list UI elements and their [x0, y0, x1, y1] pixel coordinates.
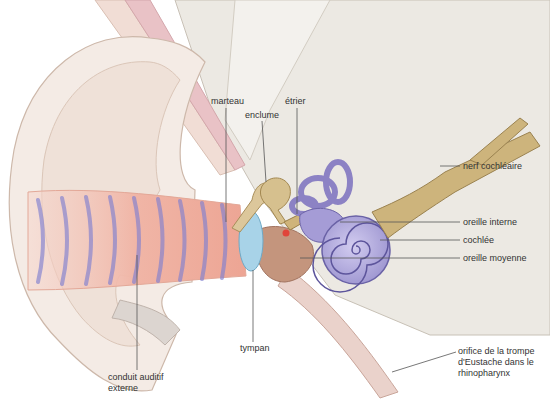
leader-line	[137, 255, 138, 370]
cartilage	[112, 300, 180, 345]
part-label: marteau	[211, 96, 244, 107]
sound-wave	[86, 197, 91, 284]
sound-wave	[202, 203, 206, 279]
part-label: conduit auditif externe	[108, 372, 180, 394]
leader-line	[262, 121, 266, 182]
sound-wave	[222, 205, 226, 278]
leader-line	[380, 240, 460, 241]
nerve-branch	[470, 118, 528, 165]
sound-wave	[158, 199, 163, 281]
leader-line	[392, 352, 456, 372]
leader-line	[340, 222, 460, 223]
semicircular-canal	[326, 162, 350, 202]
sound-wave	[180, 201, 185, 280]
part-label: oreille moyenne	[463, 253, 527, 264]
auricle-fold	[42, 62, 180, 346]
incus	[260, 178, 290, 224]
sound-waves	[38, 197, 226, 284]
leader-line	[226, 108, 227, 222]
bone-layer	[225, 0, 330, 160]
part-label: tympan	[240, 343, 270, 354]
part-label: nerf cochléaire	[463, 161, 522, 172]
part-label: oreille interne	[463, 217, 517, 228]
eustachian-tube	[278, 268, 398, 398]
leader-line	[300, 258, 460, 259]
part-label: orifice de la trompe d'Eustache dans le …	[458, 346, 550, 379]
cochlea-spiral	[313, 223, 388, 292]
semicircular-canals	[292, 162, 350, 214]
leader-line	[440, 166, 460, 167]
sound-wave	[38, 200, 43, 282]
leader-line	[253, 270, 254, 342]
sound-wave	[62, 198, 67, 284]
part-label: étrier	[285, 96, 306, 107]
sound-wave	[134, 198, 139, 282]
sound-wave	[110, 197, 115, 283]
part-label: enclume	[245, 110, 279, 121]
oval-window	[283, 230, 290, 237]
leader-lines	[137, 108, 460, 372]
leader-line	[297, 108, 298, 214]
part-label: cochlée	[463, 235, 494, 246]
